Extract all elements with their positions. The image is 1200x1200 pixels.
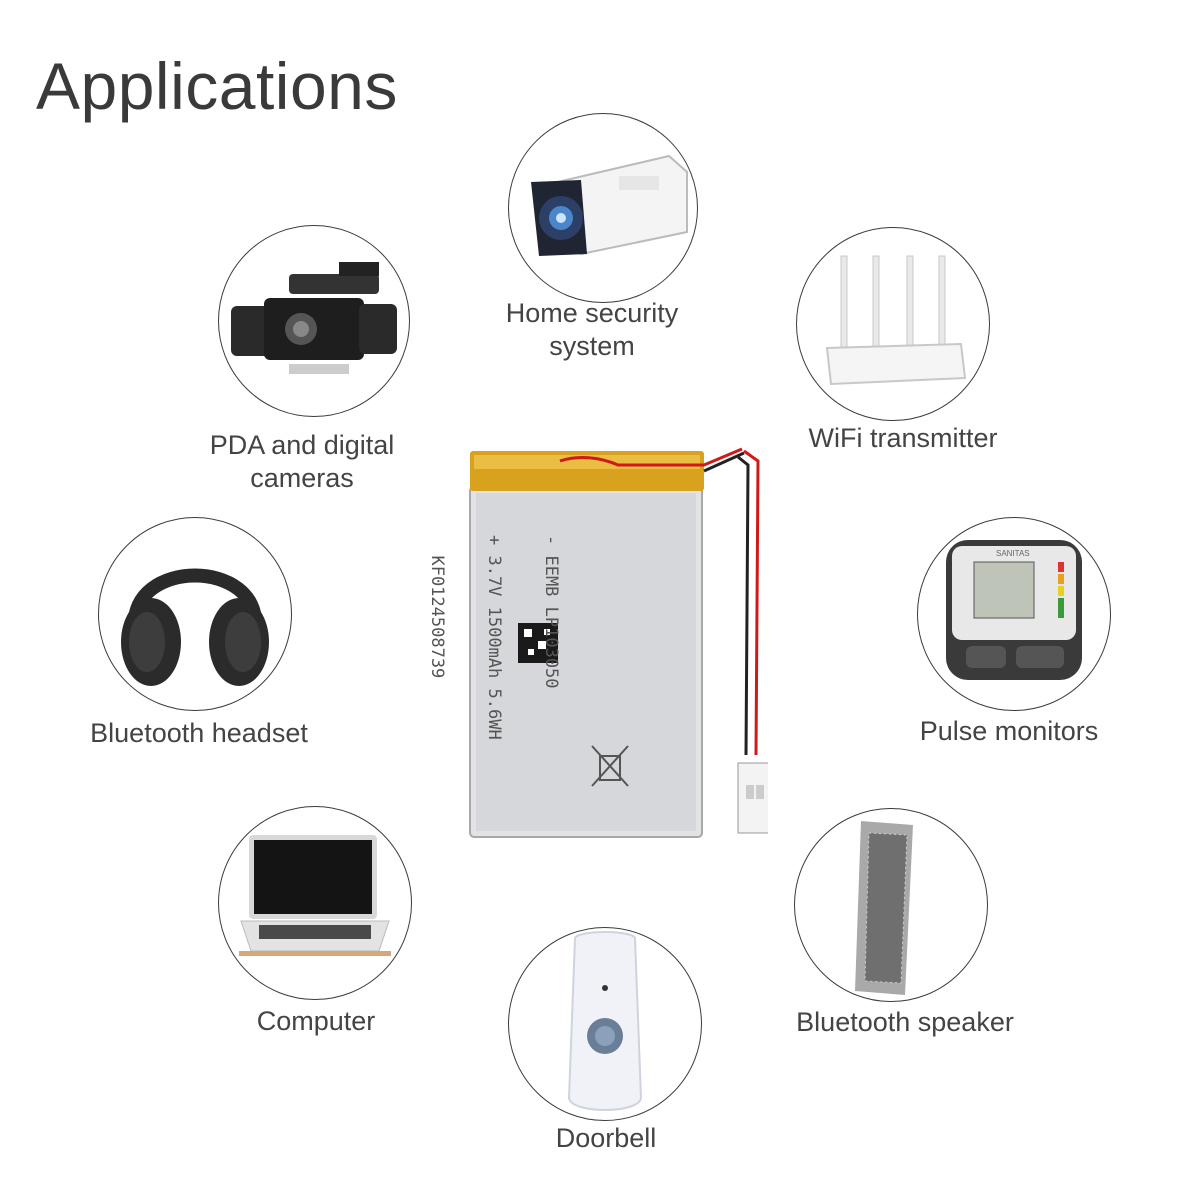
doorbell-circle: [508, 927, 702, 1121]
security-camera-circle: [508, 113, 698, 303]
page-title: Applications: [36, 49, 398, 123]
headset-label: Bluetooth headset: [90, 718, 308, 748]
wifi-router-icon: [825, 255, 967, 386]
headset-circle: [98, 517, 292, 711]
pulse-monitor-circle: SANITAS: [917, 517, 1111, 711]
speaker-circle: [794, 808, 988, 1002]
recycle-bin-crossed-icon: [591, 745, 629, 787]
pulse-label: Pulse monitors: [919, 716, 1099, 746]
blood-pressure-monitor-icon: SANITAS: [946, 540, 1082, 680]
speaker-icon: [855, 821, 913, 995]
lipo-battery-image: [469, 447, 768, 838]
wifi-label: WiFi transmitter: [808, 423, 998, 453]
camera-label: PDA and digital cameras: [209, 430, 395, 493]
speaker-label: Bluetooth speaker: [796, 1007, 1014, 1037]
laptop-icon: [239, 835, 391, 956]
laptop-circle: [218, 806, 412, 1000]
headphones-icon: [121, 568, 269, 686]
security-camera-icon: [531, 154, 688, 256]
camcorder-icon: [231, 262, 397, 374]
monitor-brand-text: SANITAS: [996, 549, 1030, 558]
doorbell-label: Doorbell: [555, 1123, 657, 1153]
computer-label: Computer: [256, 1006, 376, 1036]
doorbell-icon: [567, 931, 643, 1111]
battery-label-text: - EEMB LP103050 + 3.7V 1500mAh 5.6WH KF0…: [427, 535, 561, 740]
camcorder-circle: [218, 225, 410, 417]
wifi-router-circle: [796, 227, 990, 421]
security-label: Home security system: [505, 298, 679, 361]
